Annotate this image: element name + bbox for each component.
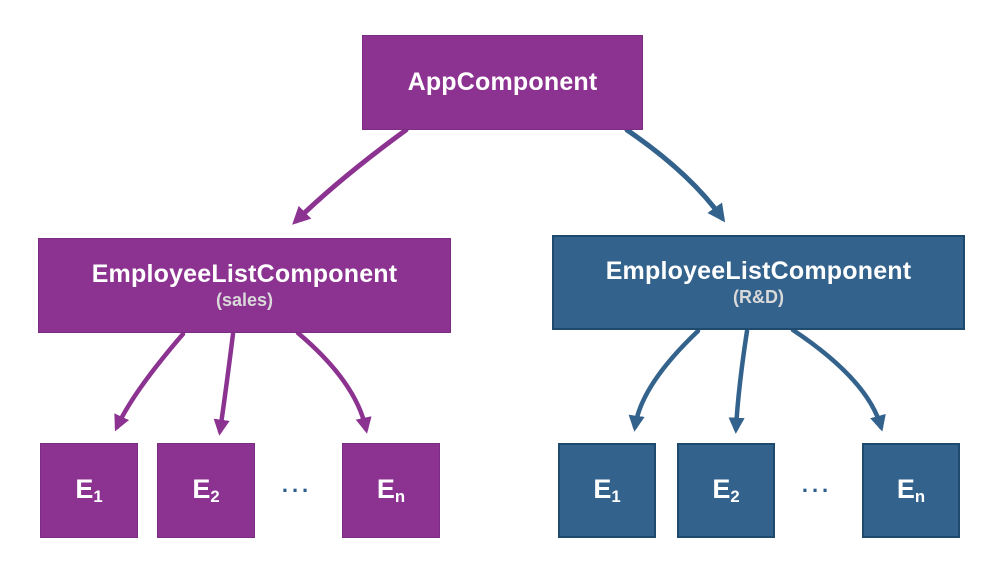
employee-node-rnd-e1: E1	[558, 443, 656, 538]
employee-list-sales-node: EmployeeListComponent (sales)	[38, 238, 451, 333]
employee-node-sales-e1: E1	[40, 443, 138, 538]
employee-list-sales-sublabel: (sales)	[215, 289, 274, 310]
arrow-rnd-to-e2	[728, 328, 750, 434]
arrow-sales-to-en	[295, 330, 372, 434]
employee-node-rnd-e2: E2	[677, 443, 775, 538]
employee-label: E1	[75, 473, 103, 506]
employee-list-rnd-sublabel: (R&D)	[733, 286, 784, 307]
arrow-rnd-to-en	[790, 327, 886, 432]
employee-node-sales-en: En	[342, 443, 440, 538]
arrow-sales-to-e1	[114, 331, 186, 432]
employee-label: E2	[712, 473, 740, 506]
ellipsis-sales: ...	[281, 472, 313, 497]
employee-label: E1	[593, 473, 621, 506]
employee-node-rnd-en: En	[862, 443, 960, 538]
arrow-sales-to-e2	[213, 331, 236, 436]
arrow-app-to-rnd	[624, 127, 726, 223]
employee-node-sales-e2: E2	[157, 443, 255, 538]
employee-list-rnd-label: EmployeeListComponent	[605, 257, 912, 286]
ellipsis-rnd: ...	[801, 472, 833, 497]
app-component-label: AppComponent	[407, 68, 598, 97]
arrow-app-to-sales	[292, 127, 409, 225]
employee-label: En	[896, 473, 926, 506]
employee-list-rnd-node: EmployeeListComponent (R&D)	[552, 235, 965, 330]
employee-label: En	[376, 473, 406, 506]
employee-list-sales-label: EmployeeListComponent	[91, 260, 398, 289]
arrow-rnd-to-e1	[628, 328, 701, 432]
app-component-node: AppComponent	[362, 35, 643, 130]
employee-label: E2	[192, 473, 220, 506]
